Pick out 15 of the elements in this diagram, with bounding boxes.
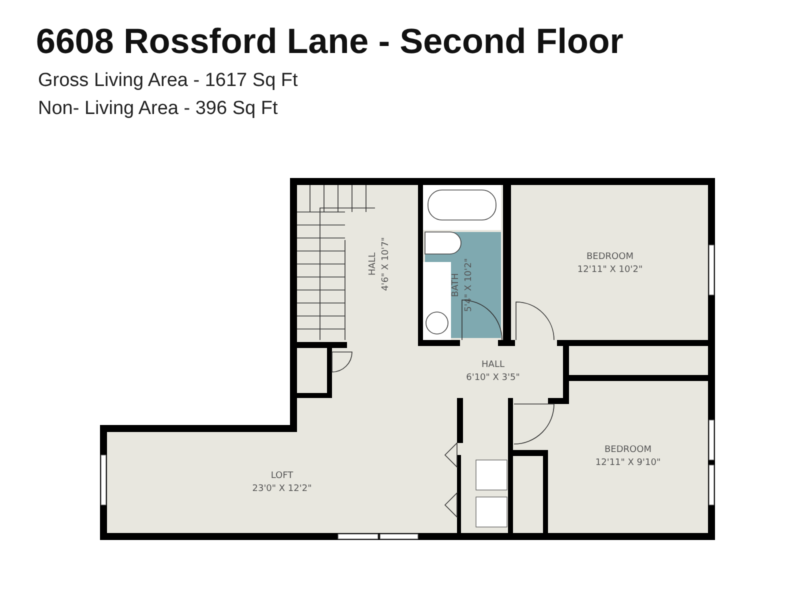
area-note: Non- Living Area - 396 Sq Ft <box>38 98 278 120</box>
room-dimensions: 12'11" X 9'10" <box>595 457 661 470</box>
room-name: HALL <box>367 252 379 276</box>
room-name: BATH <box>450 273 462 297</box>
title: 6608 Rossford Lane - Second Floor <box>36 22 624 62</box>
room-name: HALL <box>482 359 504 372</box>
room-dimensions: 4'6" X 10'7" <box>380 237 392 291</box>
room-dimensions: 12'11" X 10'2" <box>577 264 643 277</box>
room-dimensions: 5'4" X 10'2" <box>463 258 475 312</box>
room-name: BEDROOM <box>604 444 652 457</box>
area-note: Gross Living Area - 1617 Sq Ft <box>38 70 298 92</box>
room-dimensions: 6'10" X 3'5" <box>466 372 520 385</box>
room-name: BEDROOM <box>586 251 634 264</box>
room-name: LOFT <box>270 470 294 483</box>
room-dimensions: 23'0" X 12'2" <box>252 483 312 496</box>
